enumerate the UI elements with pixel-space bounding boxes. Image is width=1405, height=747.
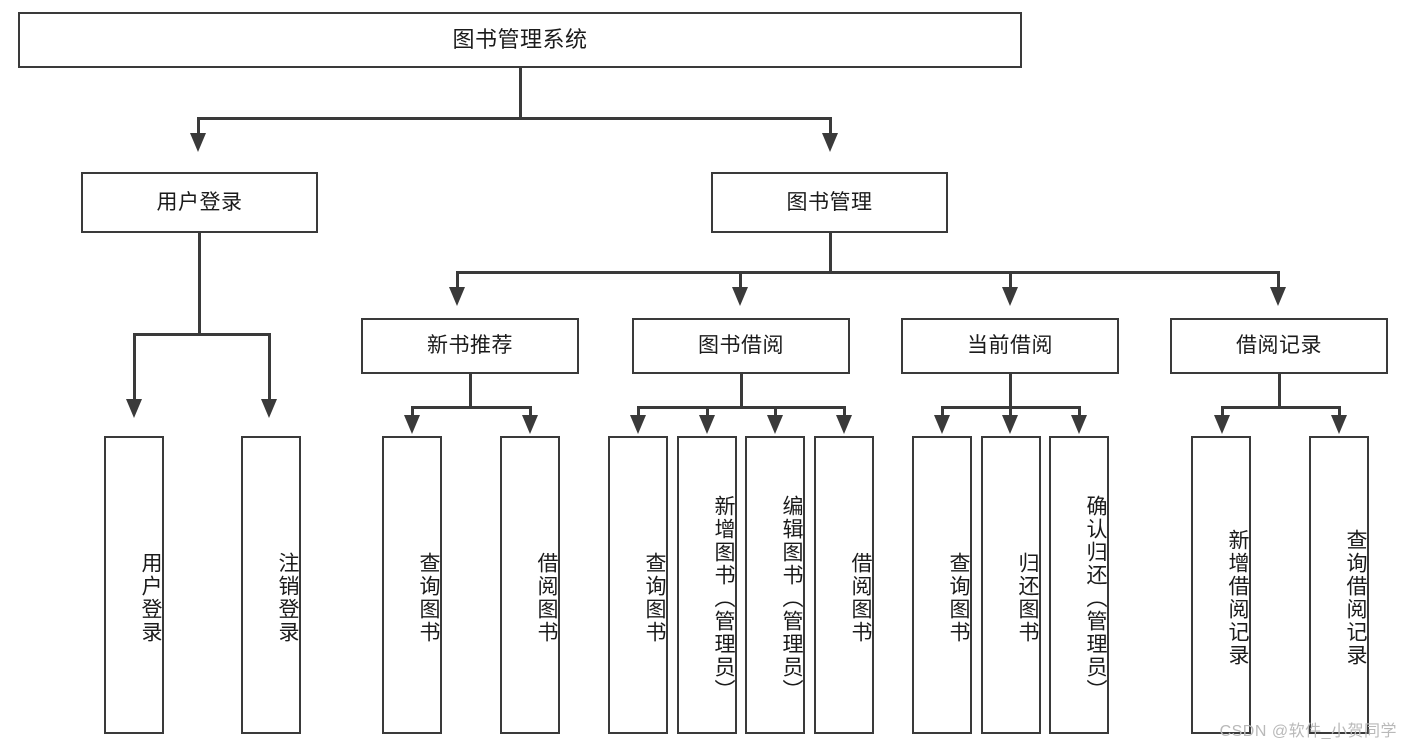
arrow-record-to-add xyxy=(1214,415,1230,434)
node-root-system[interactable]: 图书管理系统 xyxy=(18,12,1022,68)
node-label: 图书管理系统 xyxy=(452,26,588,52)
connector-root-to-user-login xyxy=(197,117,200,135)
connector-book-borrow-to-query xyxy=(637,406,640,418)
connector-new-book-to-borrow xyxy=(529,406,532,418)
connector-user-login-to-login xyxy=(133,333,136,401)
leaf-current-confirm-return[interactable]: 确认归还（管理员） xyxy=(1049,436,1109,734)
leaf-record-query[interactable]: 查询借阅记录 xyxy=(1309,436,1369,734)
connector-book-borrow-stem xyxy=(740,374,743,408)
arrow-book-mgmt-to-current xyxy=(1002,287,1018,306)
arrow-user-login-to-login xyxy=(126,399,142,418)
arrow-new-book-to-query xyxy=(404,415,420,434)
leaf-borrow-query-book[interactable]: 查询图书 xyxy=(608,436,668,734)
connector-new-book-bus xyxy=(411,406,531,409)
connector-book-mgmt-to-borrow xyxy=(739,271,742,289)
node-label: 查询借阅记录 xyxy=(1344,529,1367,667)
arrow-book-mgmt-to-record xyxy=(1270,287,1286,306)
node-user-login[interactable]: 用户登录 xyxy=(81,172,318,233)
connector-book-borrow-to-add xyxy=(706,406,709,418)
arrow-book-borrow-to-borrow xyxy=(836,415,852,434)
connector-new-book-to-query xyxy=(411,406,414,418)
node-book-management[interactable]: 图书管理 xyxy=(711,172,948,233)
node-label: 借阅记录 xyxy=(1236,334,1322,358)
connector-current-borrow-stem xyxy=(1009,374,1012,408)
leaf-user-logout[interactable]: 注销登录 xyxy=(241,436,301,734)
arrow-root-to-book-mgmt xyxy=(822,133,838,152)
connector-root-bus xyxy=(197,117,831,120)
arrow-current-to-confirm xyxy=(1071,415,1087,434)
node-label: 新增图书（管理员） xyxy=(712,494,735,702)
connector-current-to-return xyxy=(1009,406,1012,418)
connector-root-to-book-mgmt xyxy=(829,117,832,135)
connector-new-book-stem xyxy=(469,374,472,408)
node-current-borrow[interactable]: 当前借阅 xyxy=(901,318,1119,374)
node-label: 确认归还（管理员） xyxy=(1084,494,1107,702)
node-label: 当前借阅 xyxy=(967,334,1053,358)
connector-user-login-stem xyxy=(198,233,201,335)
leaf-new-book-query[interactable]: 查询图书 xyxy=(382,436,442,734)
node-label: 图书管理 xyxy=(786,190,873,214)
connector-book-borrow-bus xyxy=(637,406,845,409)
connector-record-to-query xyxy=(1338,406,1341,418)
connector-book-mgmt-to-current xyxy=(1009,271,1012,289)
arrow-book-borrow-to-add xyxy=(699,415,715,434)
arrow-book-borrow-to-query xyxy=(630,415,646,434)
node-label: 图书借阅 xyxy=(698,334,784,358)
connector-book-mgmt-to-record xyxy=(1277,271,1280,289)
connector-user-login-to-logout xyxy=(268,333,271,401)
node-label: 查询图书 xyxy=(947,552,970,644)
node-label: 借阅图书 xyxy=(849,552,872,644)
node-label: 用户登录 xyxy=(156,190,243,214)
node-borrow-record[interactable]: 借阅记录 xyxy=(1170,318,1388,374)
arrow-book-borrow-to-edit xyxy=(767,415,783,434)
connector-current-to-query xyxy=(941,406,944,418)
arrow-new-book-to-borrow xyxy=(522,415,538,434)
leaf-current-query-book[interactable]: 查询图书 xyxy=(912,436,972,734)
node-label: 注销登录 xyxy=(276,552,299,644)
node-new-book-recommend[interactable]: 新书推荐 xyxy=(361,318,579,374)
watermark-label: CSDN @软件_小贺同学 xyxy=(1219,723,1397,740)
leaf-user-login[interactable]: 用户登录 xyxy=(104,436,164,734)
leaf-current-return-book[interactable]: 归还图书 xyxy=(981,436,1041,734)
connector-borrow-record-stem xyxy=(1278,374,1281,408)
connector-book-mgmt-to-new-book xyxy=(456,271,459,289)
arrow-root-to-user-login xyxy=(190,133,206,152)
connector-root-stem xyxy=(519,68,522,118)
node-label: 借阅图书 xyxy=(535,552,558,644)
node-label: 新书推荐 xyxy=(427,334,513,358)
node-label: 编辑图书（管理员） xyxy=(780,494,803,702)
node-label: 查询图书 xyxy=(643,552,666,644)
connector-borrow-record-bus xyxy=(1221,406,1340,409)
connector-current-to-confirm xyxy=(1078,406,1081,418)
connector-book-mgmt-bus xyxy=(456,271,1279,274)
connector-record-to-add xyxy=(1221,406,1224,418)
node-label: 查询图书 xyxy=(417,552,440,644)
connector-book-mgmt-stem xyxy=(829,233,832,273)
arrow-current-to-return xyxy=(1002,415,1018,434)
arrow-book-mgmt-to-new-book xyxy=(449,287,465,306)
connector-book-borrow-to-edit xyxy=(774,406,777,418)
node-label: 归还图书 xyxy=(1016,552,1039,644)
arrow-book-mgmt-to-borrow xyxy=(732,287,748,306)
connector-book-borrow-to-borrow xyxy=(843,406,846,418)
node-label: 新增借阅记录 xyxy=(1226,529,1249,667)
leaf-borrow-borrow-book[interactable]: 借阅图书 xyxy=(814,436,874,734)
arrow-record-to-query xyxy=(1331,415,1347,434)
leaf-borrow-add-book[interactable]: 新增图书（管理员） xyxy=(677,436,737,734)
node-label: 用户登录 xyxy=(139,552,162,644)
node-book-borrow[interactable]: 图书借阅 xyxy=(632,318,850,374)
leaf-record-add[interactable]: 新增借阅记录 xyxy=(1191,436,1251,734)
arrow-user-login-to-logout xyxy=(261,399,277,418)
leaf-new-book-borrow[interactable]: 借阅图书 xyxy=(500,436,560,734)
arrow-current-to-query xyxy=(934,415,950,434)
leaf-borrow-edit-book[interactable]: 编辑图书（管理员） xyxy=(745,436,805,734)
connector-user-login-bus xyxy=(133,333,270,336)
